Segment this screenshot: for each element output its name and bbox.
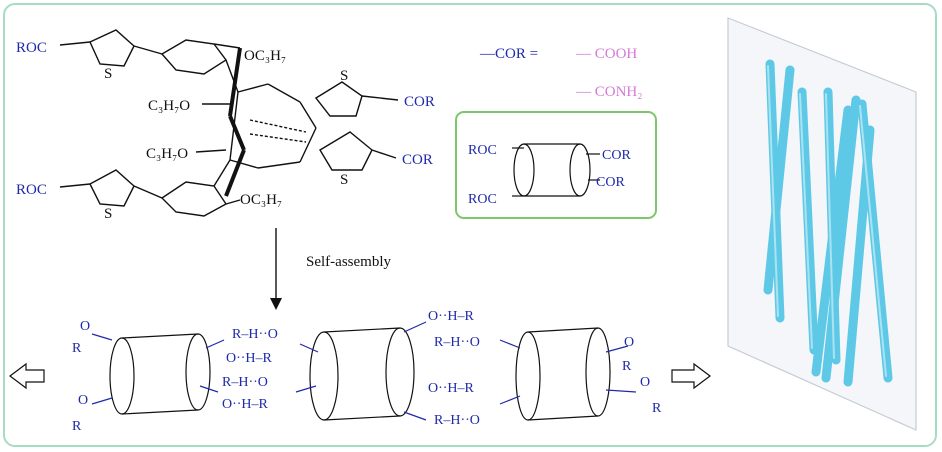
sulfur-label-1: S	[104, 66, 112, 82]
sulfur-label-2: S	[104, 206, 112, 222]
r-group-1: R	[72, 341, 82, 356]
schematic-legend-box	[455, 111, 657, 219]
hbond-label-2: O··H–R	[226, 351, 273, 366]
hbond-label-8: R–H··O	[434, 413, 480, 428]
schematic-cor-bottom: COR	[596, 175, 625, 190]
assembly-cylinders	[109, 327, 611, 421]
c3h7o-label-lower: C₃H₇O	[146, 146, 188, 162]
hbond-label-5: O··H–R	[428, 309, 475, 324]
sulfur-label-4: S	[340, 172, 348, 188]
down-arrow-icon	[270, 228, 282, 310]
cor-label-right-bottom: COR	[402, 152, 433, 168]
cor-option-cooh: — COOH	[575, 46, 637, 62]
roc-label-bottom: ROC	[16, 182, 47, 198]
molecule-structure	[59, 29, 399, 217]
carbonyl-o-1: O	[80, 319, 90, 334]
roc-label-top: ROC	[16, 40, 47, 56]
oc3h7-label-top: OC₃H₇	[244, 48, 286, 64]
schematic-roc-top: ROC	[468, 143, 497, 158]
fiber-network-panel	[727, 17, 917, 431]
nanotube-fibers	[763, 59, 893, 387]
r-group-3: R	[622, 359, 632, 374]
hollow-right-arrow-icon	[671, 362, 711, 390]
sulfur-label-3: S	[340, 68, 348, 84]
self-assembly-label: Self-assembly	[306, 254, 391, 270]
hollow-left-arrow-icon	[9, 362, 45, 390]
carbonyl-o-2: O	[78, 393, 88, 408]
assembly-bonds	[91, 321, 637, 421]
hbond-label-6: R–H··O	[434, 335, 480, 350]
carbonyl-o-4: O	[640, 375, 650, 390]
cor-definition: —COR =	[479, 46, 538, 62]
c3h7o-label-upper: C₃H₇O	[148, 98, 190, 114]
cor-label-right-top: COR	[404, 94, 435, 110]
hbond-label-4: O··H–R	[222, 397, 269, 412]
carbonyl-o-3: O	[624, 335, 634, 350]
schematic-cylinder-icon	[512, 143, 600, 197]
oc3h7-label-bottom: OC₃H₇	[240, 192, 282, 208]
schematic-cor-top: COR	[602, 148, 631, 163]
r-group-2: R	[72, 419, 82, 434]
cor-option-conh2: — CONH₂	[575, 84, 642, 100]
r-group-4: R	[652, 401, 662, 416]
hbond-label-7: O··H–R	[428, 381, 475, 396]
schematic-roc-bottom: ROC	[468, 192, 497, 207]
hbond-label-3: R–H··O	[222, 375, 268, 390]
hbond-label-1: R–H··O	[232, 327, 278, 342]
